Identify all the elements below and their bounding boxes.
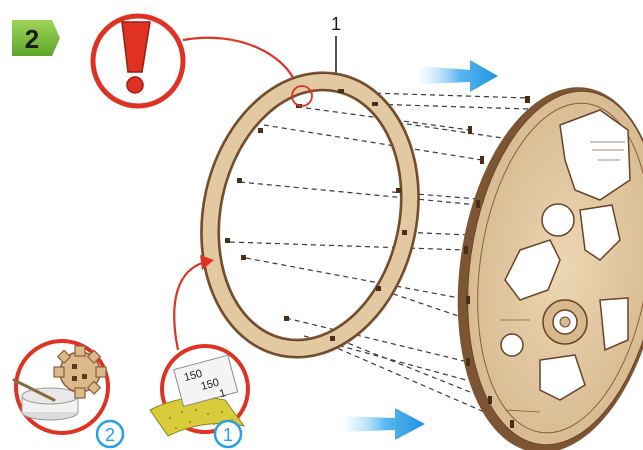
warning-callout	[93, 16, 183, 106]
part-number-label: 1	[331, 14, 341, 34]
flow-arrow-icon	[345, 408, 425, 440]
wooden-frame-disc	[435, 74, 643, 450]
step-number: 2	[25, 24, 39, 54]
frame-hub	[543, 300, 587, 344]
wooden-ring-part	[177, 53, 444, 377]
flow-arrow-icon	[420, 60, 498, 92]
step-badge: 2	[12, 20, 60, 56]
glue-badge-number: 2	[105, 425, 115, 445]
sandpaper-badge-number: 1	[223, 425, 233, 445]
sandpaper-icon: 150 150 1 1	[150, 346, 248, 447]
glue-icon: 2	[14, 341, 123, 447]
